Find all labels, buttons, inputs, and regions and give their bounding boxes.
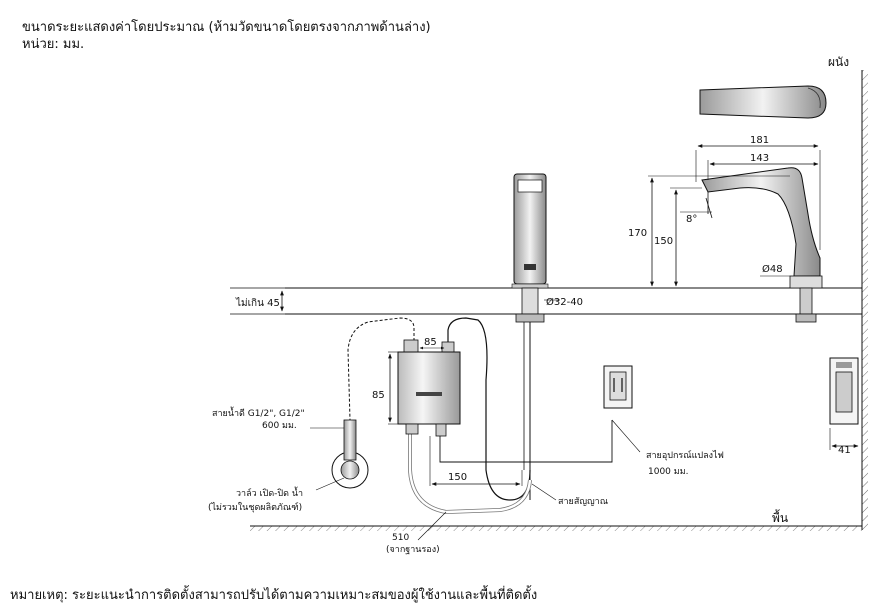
floor: พื้น — [250, 509, 862, 531]
dim-150v-label: 150 — [654, 236, 673, 247]
floor-label: พื้น — [772, 509, 788, 525]
water-hose-label-2: 600 มม. — [262, 421, 297, 431]
dim-510-label: 510 — [392, 533, 409, 543]
power-adapter — [603, 365, 633, 409]
header-unit: หน่วย: มม. — [22, 37, 85, 52]
valve-label-2: (ไม่รวมในชุดผลิตภัณฑ์) — [208, 501, 302, 513]
hoses — [347, 317, 613, 515]
dia-32-40-label: Ø32-40 — [546, 296, 583, 308]
dim-41-label: 41 — [838, 445, 851, 456]
signal-cable-label: สายสัญญาณ — [558, 497, 608, 507]
sensor-module: 41 — [829, 357, 859, 456]
dim-181-label: 181 — [750, 135, 769, 146]
faucet-front-view: Ø32-40 — [511, 173, 583, 500]
from-base-label: (จากฐานรอง) — [386, 545, 440, 555]
dia-48-label: Ø48 — [762, 263, 783, 275]
dim-143-label: 143 — [750, 153, 769, 164]
faucet-side-view: 181 143 170 150 8° Ø48 — [628, 135, 823, 323]
dim-85v-label: 85 — [372, 390, 385, 401]
valve-label-1: วาล์ว เปิด-ปิด น้ำ — [236, 486, 303, 499]
dim-85h-label: 85 — [424, 337, 437, 348]
water-hose-label-1: สายน้ำดี G1/2", G1/2" — [212, 406, 305, 419]
adapter-cable-label-2: 1000 มม. — [648, 467, 689, 477]
max-45-label: ไม่เกิน 45 — [235, 297, 280, 309]
angle-8-label: 8° — [686, 214, 697, 225]
dim-150h-label: 150 — [448, 472, 467, 483]
shutoff-valve — [310, 419, 369, 491]
adapter-cable-label-1: สายอุปกรณ์แปลงไฟ — [646, 449, 724, 461]
countertop: ไม่เกิน 45 — [230, 287, 862, 315]
footer-note: หมายเหตุ: ระยะแนะนำการติดตั้งสามารถปรับไ… — [10, 588, 538, 603]
dim-170-label: 170 — [628, 228, 647, 239]
header-approx-note: ขนาดระยะแสดงค่าโดยประมาณ (ห้ามวัดขนาดโดย… — [22, 20, 431, 35]
faucet-top-view — [699, 85, 827, 119]
dim-150h: 150 — [429, 436, 523, 486]
control-box: 85 85 — [372, 337, 461, 437]
wall: ผนัง — [828, 55, 868, 530]
wall-label: ผนัง — [828, 55, 849, 69]
